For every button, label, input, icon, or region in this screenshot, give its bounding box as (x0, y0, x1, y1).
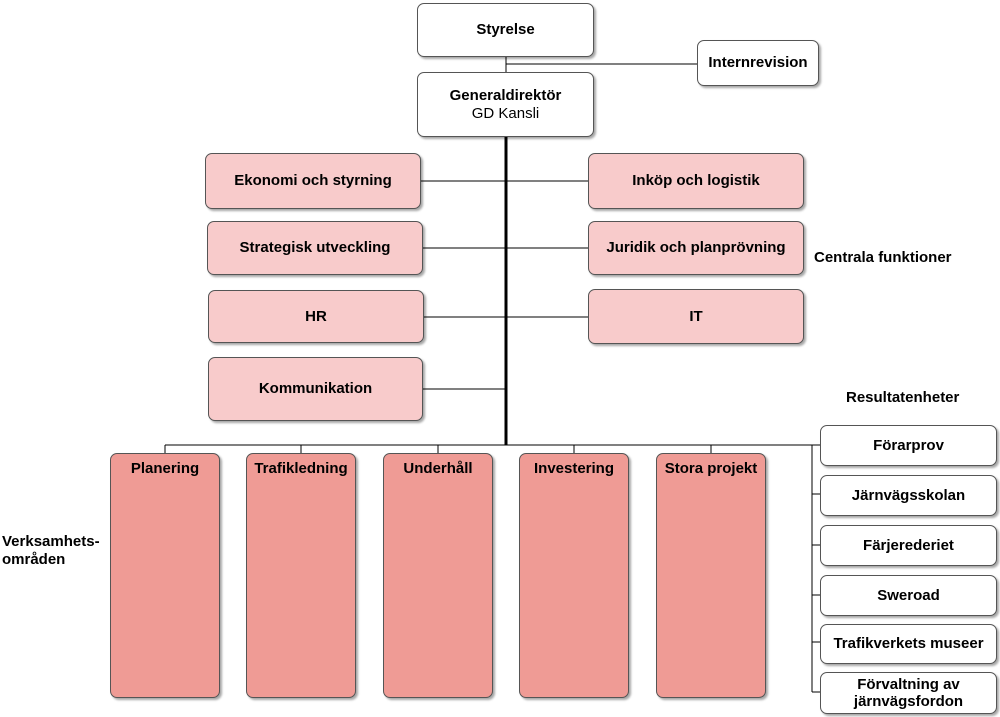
central-function-label: Ekonomi och styrning (234, 172, 392, 189)
generaldirektor-box: Generaldirektör GD Kansli (417, 72, 594, 137)
result-unit-label: Trafikverkets museer (833, 635, 984, 652)
result-unit-label: Järnvägsskolan (851, 486, 966, 504)
central-function-label: IT (689, 307, 703, 325)
central-function-label: HR (305, 307, 327, 325)
business-area-underhall: Underhåll (383, 453, 493, 698)
result-unit-sweroad: Sweroad (820, 575, 997, 616)
business-area-label: Underhåll (403, 460, 473, 477)
result-unit-label-line2: järnvägsfordon (853, 693, 964, 710)
generaldirektor-label: Generaldirektör (449, 86, 562, 104)
central-function-strategisk: Strategisk utveckling (207, 221, 423, 275)
internrevision-box: Internrevision (697, 40, 819, 86)
central-function-kommunikation: Kommunikation (208, 357, 423, 421)
result-unit-forvaltning: Förvaltning av järnvägsfordon (820, 672, 997, 714)
result-unit-farjerederiet: Färjerederiet (820, 525, 997, 566)
result-unit-label: Färjerederiet (863, 536, 954, 554)
business-area-investering: Investering (519, 453, 629, 698)
business-area-planering: Planering (110, 453, 220, 698)
business-area-trafikledning: Trafikledning (246, 453, 356, 698)
internrevision-label: Internrevision (708, 54, 808, 71)
business-areas-heading: Verksamhets- områden (2, 533, 100, 569)
central-function-label: Strategisk utveckling (239, 239, 391, 256)
gd-kansli-label: GD Kansli (471, 104, 540, 122)
central-function-it: IT (588, 289, 804, 344)
result-unit-label-line1: Förvaltning av (857, 676, 960, 693)
central-function-juridik: Juridik och planprövning (588, 221, 804, 275)
central-function-inkop: Inköp och logistik (588, 153, 804, 209)
styrelse-box: Styrelse (417, 3, 594, 57)
business-areas-heading-line2: områden (2, 551, 66, 568)
central-function-label: Juridik och planprövning (606, 239, 786, 256)
result-unit-label: Förarprov (873, 436, 944, 454)
central-function-ekonomi: Ekonomi och styrning (205, 153, 421, 209)
result-unit-label: Sweroad (877, 586, 940, 604)
central-function-label: Inköp och logistik (632, 172, 760, 189)
central-function-hr: HR (208, 290, 424, 343)
result-unit-jarnvagsskolan: Järnvägsskolan (820, 475, 997, 516)
business-area-stora-projekt: Stora projekt (656, 453, 766, 698)
result-units-heading: Resultatenheter (846, 389, 960, 406)
central-function-label: Kommunikation (258, 380, 373, 397)
business-area-label: Investering (533, 460, 615, 477)
business-area-label: Planering (130, 460, 200, 477)
central-functions-heading: Centrala funktioner (814, 249, 952, 266)
styrelse-label: Styrelse (476, 21, 535, 38)
result-unit-museer: Trafikverkets museer (820, 624, 997, 664)
business-area-label: Trafikledning (254, 460, 348, 477)
business-areas-heading-line1: Verksamhets- (2, 533, 100, 550)
result-unit-forarprov: Förarprov (820, 425, 997, 466)
business-area-label: Stora projekt (664, 460, 758, 477)
